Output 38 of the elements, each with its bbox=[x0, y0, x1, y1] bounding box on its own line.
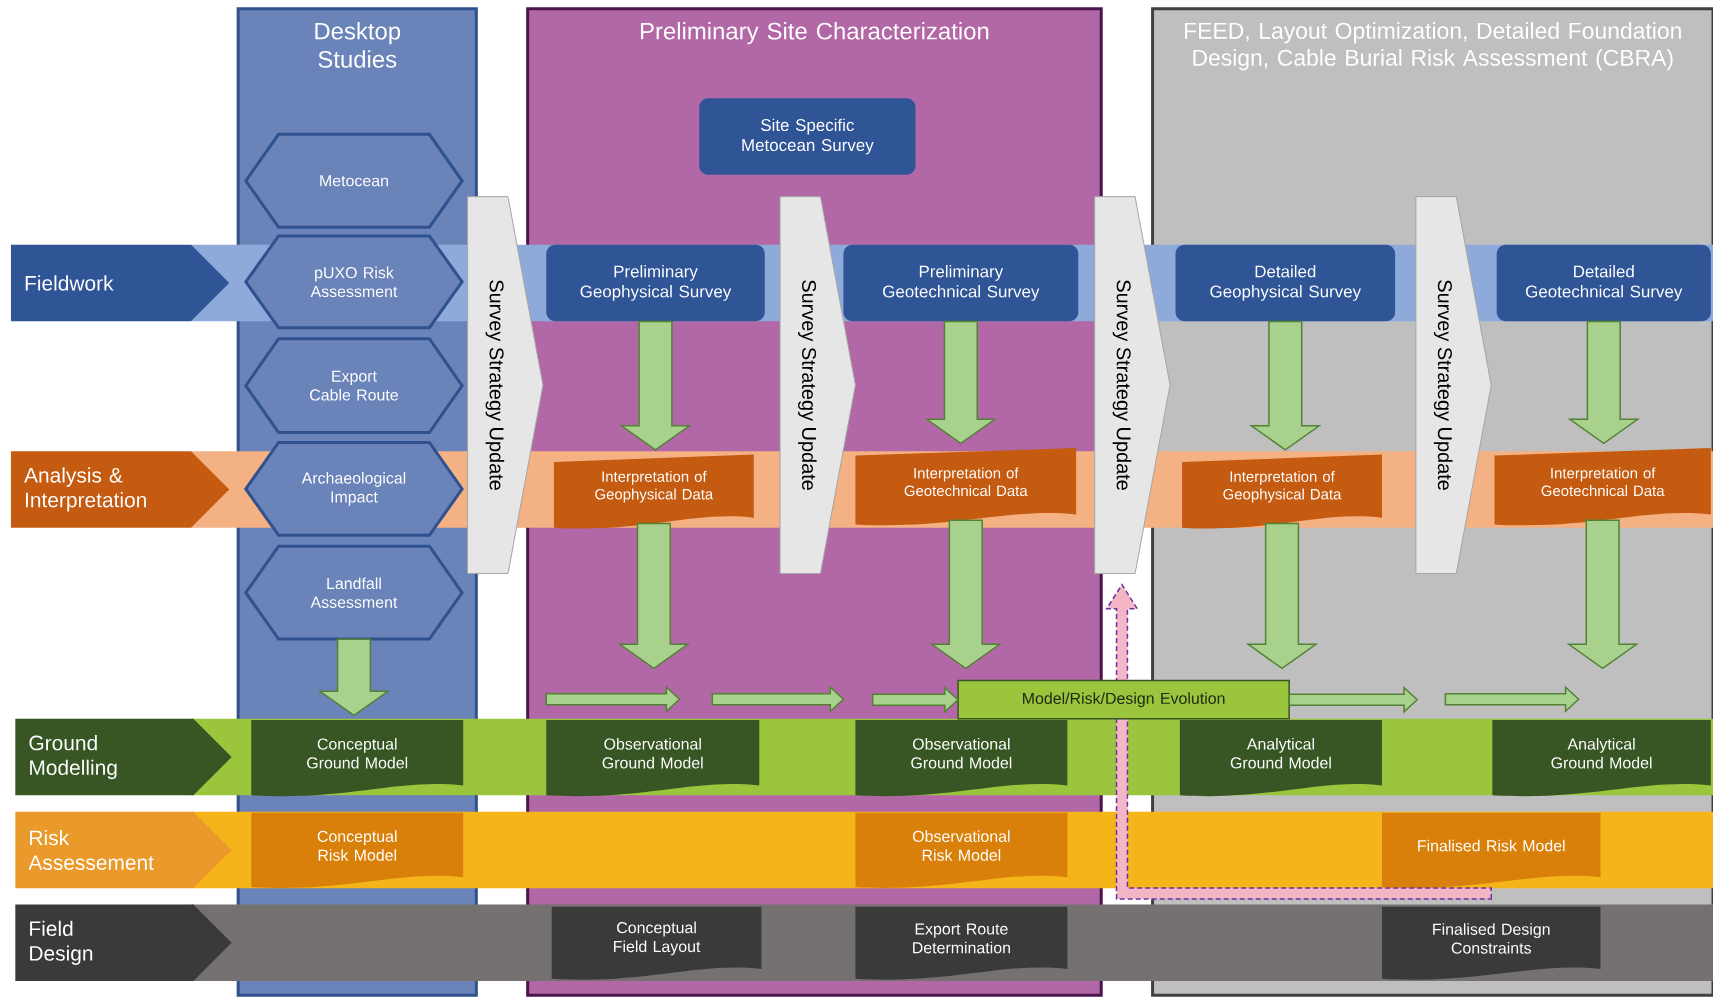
update-chevron: Survey Strategy Update bbox=[779, 195, 856, 574]
interpretation-box: Interpretation of Geophysical Data bbox=[553, 454, 754, 529]
survey-box: Detailed Geotechnical Survey bbox=[1496, 244, 1711, 321]
arrow bbox=[317, 638, 391, 717]
arrow bbox=[929, 519, 1002, 670]
arrow bbox=[1288, 685, 1419, 714]
interpretation-box: Interpretation of Geotechnical Data bbox=[1494, 447, 1711, 525]
arrow bbox=[1567, 320, 1640, 445]
evolution-box: Model/Risk/Design Evolution bbox=[957, 679, 1290, 720]
model-box: Analytical Ground Model bbox=[1179, 719, 1382, 796]
study-hexagon: Export Cable Route bbox=[244, 336, 464, 434]
survey-box: Site Specific Metocean Survey bbox=[699, 98, 916, 175]
model-box: Conceptual Ground Model bbox=[251, 719, 464, 796]
lane-label: Risk Assessement bbox=[15, 811, 232, 888]
survey-box: Detailed Geophysical Survey bbox=[1175, 244, 1396, 321]
model-box: Analytical Ground Model bbox=[1492, 719, 1711, 796]
survey-box: Preliminary Geotechnical Survey bbox=[843, 244, 1079, 321]
arrow bbox=[1249, 320, 1322, 451]
lane-label: Fieldwork bbox=[10, 244, 230, 321]
arrow bbox=[924, 320, 998, 445]
update-chevron: Survey Strategy Update bbox=[1094, 195, 1171, 574]
arrow bbox=[619, 320, 692, 451]
update-chevron: Survey Strategy Update bbox=[1415, 195, 1492, 574]
lane-label: Analysis & Interpretation bbox=[10, 451, 230, 528]
interpretation-box: Interpretation of Geotechnical Data bbox=[855, 447, 1077, 525]
arrow bbox=[617, 522, 691, 670]
model-box: Observational Risk Model bbox=[855, 812, 1068, 888]
interpretation-box: Interpretation of Geophysical Data bbox=[1182, 454, 1382, 529]
model-box: Observational Ground Model bbox=[855, 719, 1068, 796]
update-chevron: Survey Strategy Update bbox=[467, 195, 544, 574]
survey-box: Preliminary Geophysical Survey bbox=[546, 244, 765, 321]
arrow bbox=[1566, 519, 1639, 670]
arrow bbox=[871, 685, 959, 714]
lane-label: Field Design bbox=[15, 904, 232, 981]
lane-label: Ground Modelling bbox=[15, 718, 232, 796]
arrow bbox=[1245, 522, 1319, 670]
model-box: Observational Ground Model bbox=[546, 719, 760, 796]
arrow bbox=[1105, 583, 1492, 900]
